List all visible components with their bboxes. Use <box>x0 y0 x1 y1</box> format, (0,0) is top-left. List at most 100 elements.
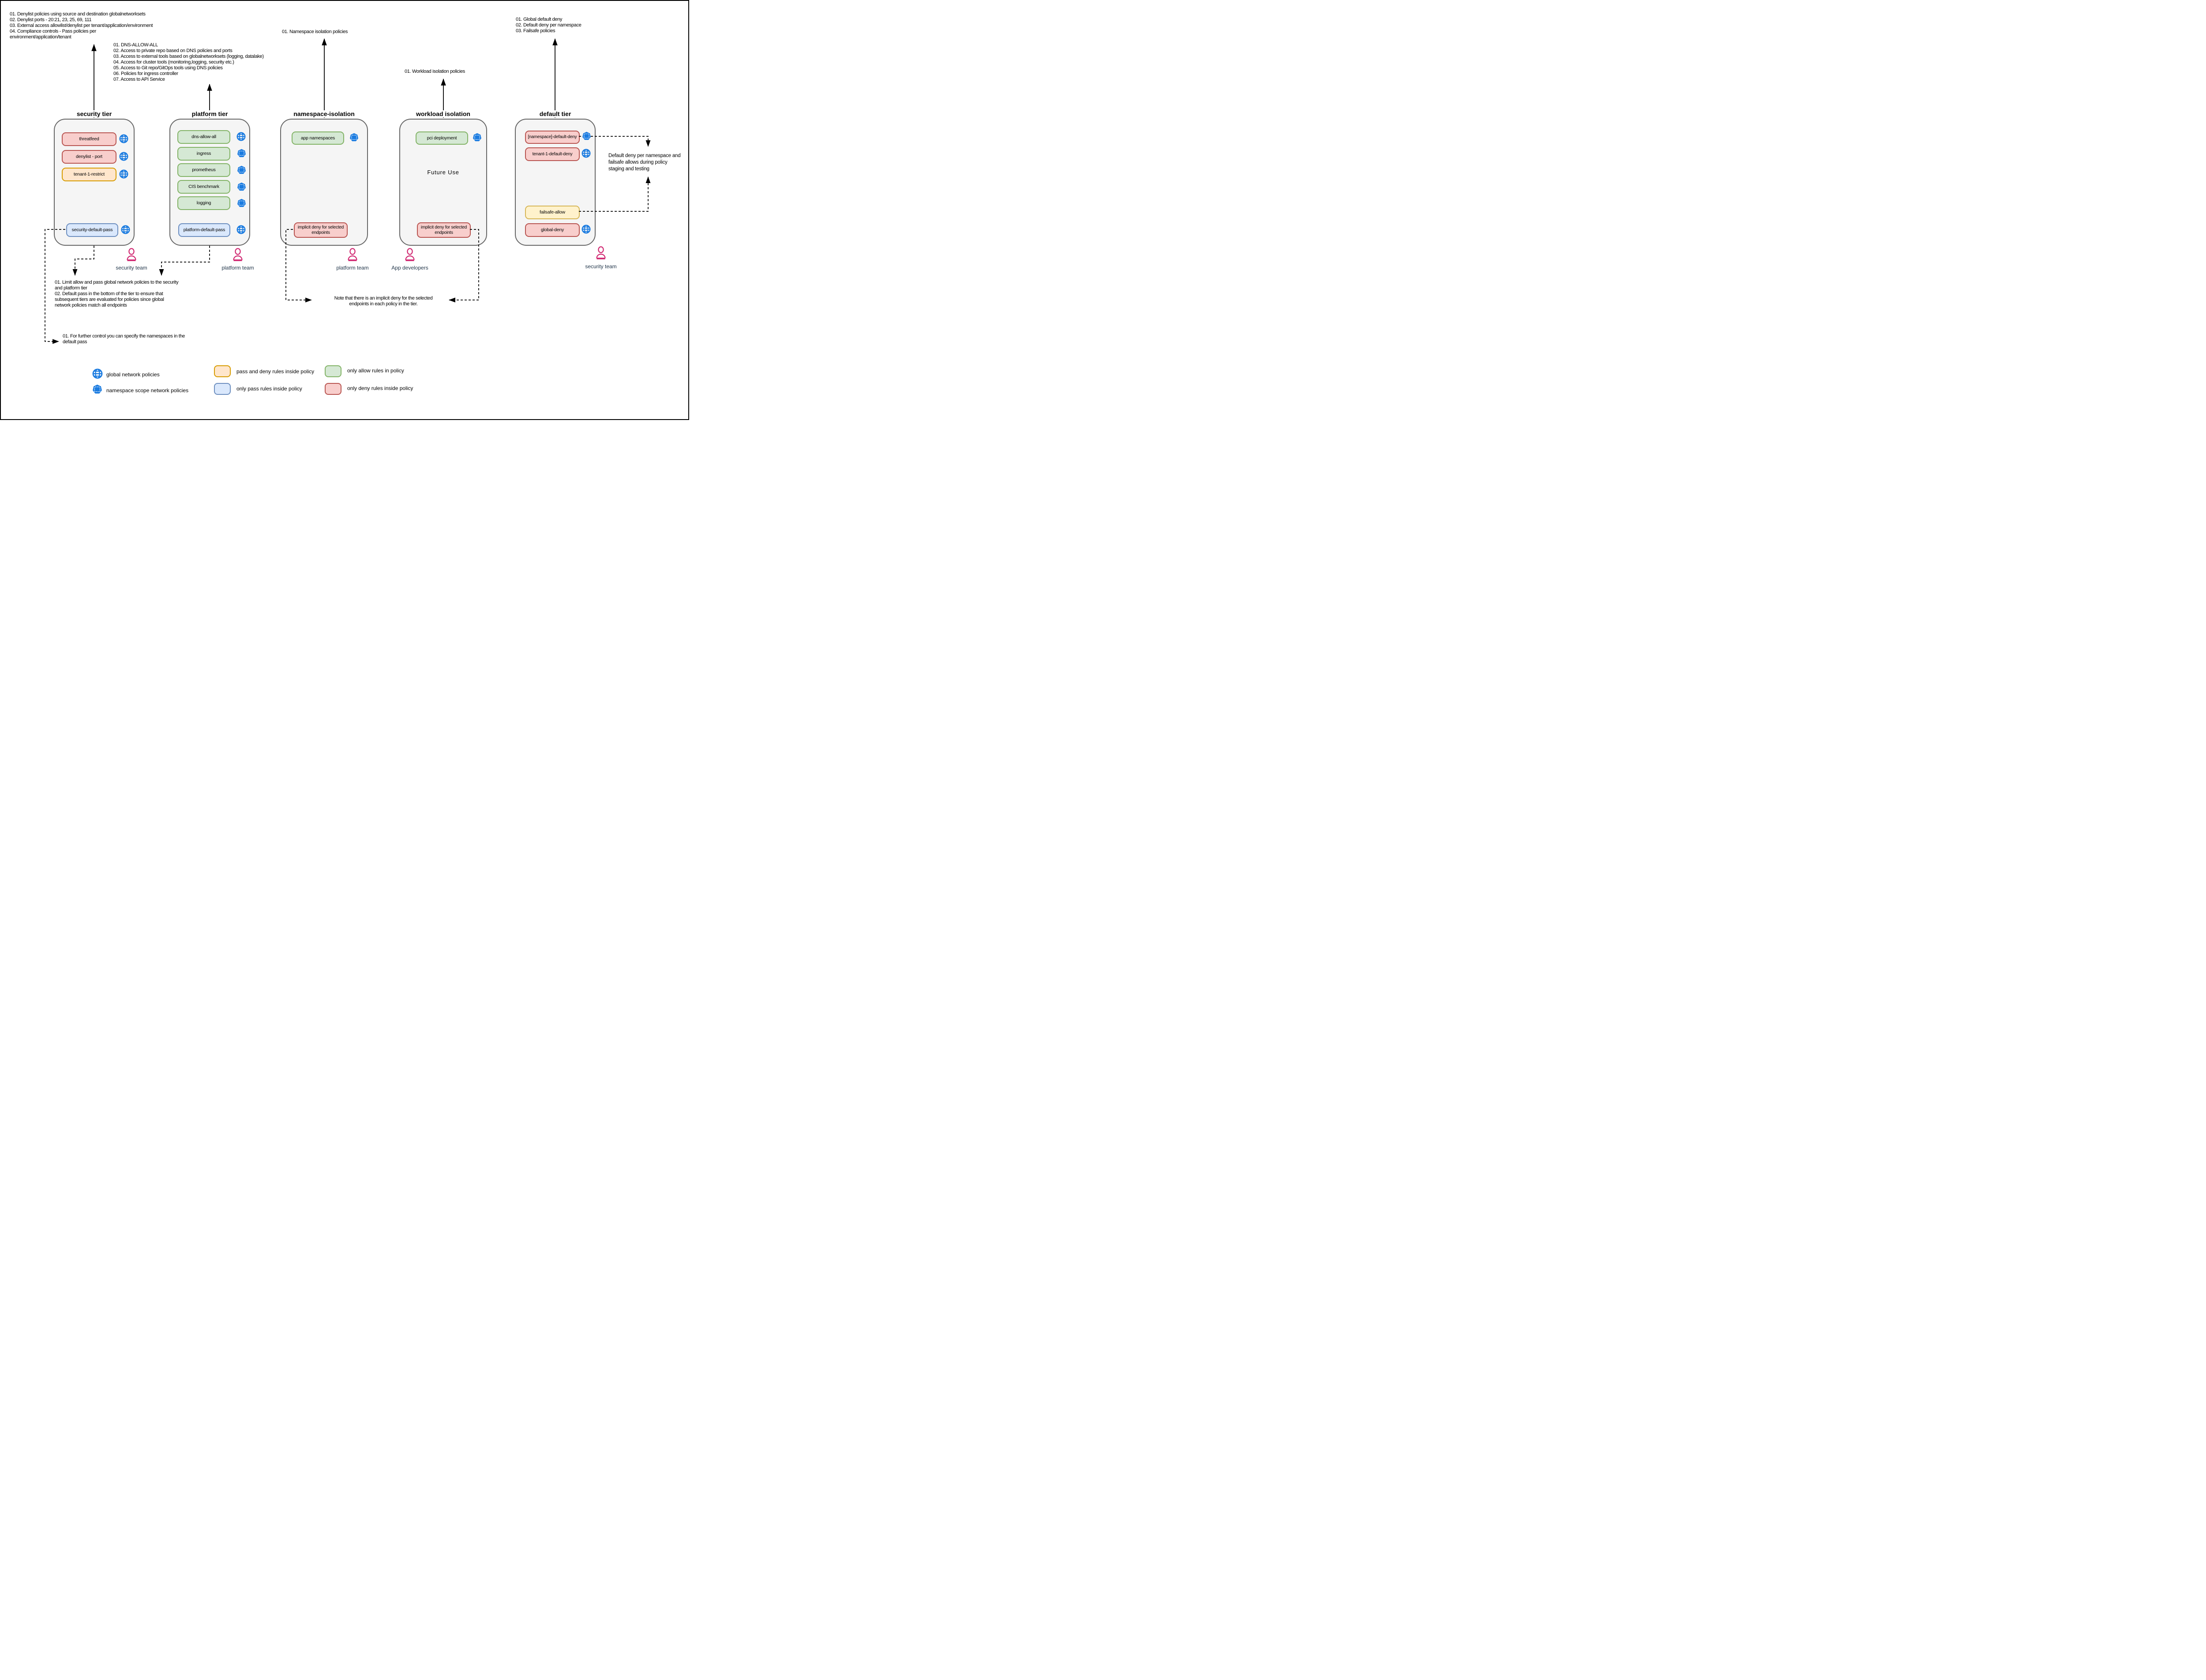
policy-label: threatfeed <box>79 136 99 142</box>
globe-icon <box>92 368 103 379</box>
policy-tenant-1-restrict: tenant-1-restrict <box>62 168 116 181</box>
policy-label: prometheus <box>192 167 216 173</box>
legend-label-global: global network policies <box>106 371 160 378</box>
legend-label-only-deny: only deny rules inside policy <box>347 385 413 391</box>
tier-default: default tier [namespace]-default-deny te… <box>515 110 596 246</box>
person-icon <box>126 248 137 262</box>
policy-pci-deployment: pci deployment <box>416 131 468 145</box>
policy-tenant-1-default-deny: tenant-1-default-deny <box>525 147 580 161</box>
globe-icon <box>119 169 128 179</box>
implicit-deny-note: Note that there is an implicit deny for … <box>334 296 433 307</box>
tier-title-text: security tier <box>75 110 113 117</box>
globe-icon <box>582 225 591 234</box>
legend-swatch-only-pass <box>214 383 231 395</box>
default-tier-notes: 01. Global default deny 02. Default deny… <box>516 17 582 34</box>
namespace-scope-icon <box>236 165 247 175</box>
policy-implicit-deny-namespace: implicit deny for selected endpoints <box>294 222 348 238</box>
namespace-scope-icon <box>472 133 482 142</box>
default-deny-note: Default deny per namespace and failsafe … <box>608 153 681 172</box>
person-icon <box>232 248 244 262</box>
namespace-scope-icon <box>349 133 359 142</box>
policy-logging: logging <box>177 196 230 210</box>
globe-icon <box>119 134 128 143</box>
policy-label: implicit deny for selected endpoints <box>297 225 344 235</box>
namespace-scope-icon <box>236 149 247 158</box>
legend-swatch-pass-deny <box>214 365 231 377</box>
platform-tier-notes: 01. DNS-ALLOW-ALL 02. Access to private … <box>113 42 264 82</box>
policy-label: platform-default-pass <box>183 227 225 233</box>
tier-title-text: default tier <box>538 110 573 117</box>
policy-label: app namespaces <box>300 135 335 141</box>
globe-icon <box>121 225 130 234</box>
legend-label-pass-deny: pass and deny rules inside policy <box>236 368 315 375</box>
globe-icon <box>119 152 128 161</box>
workload-tier-notes: 01. Workload isolation policies <box>405 69 465 74</box>
policy-label: pci deployment <box>427 135 457 141</box>
tier-workload-isolation-title: workload isolation <box>400 110 486 117</box>
policy-dns-allow-all: dns-allow-all <box>177 130 230 144</box>
person-icon <box>404 248 416 262</box>
legend-swatch-only-deny <box>325 383 341 395</box>
namespace-tier-notes: 01. Namespace isolation policies <box>282 29 348 34</box>
tier-security: security tier threatfeed denylist - port… <box>54 110 135 246</box>
policy-label: failsafe-allow <box>540 210 565 215</box>
tier-default-title: default tier <box>516 110 595 117</box>
policy-namespace-default-deny: [namespace]-default-deny <box>525 131 580 144</box>
policy-label: ingress <box>196 151 211 157</box>
policy-label: logging <box>196 200 211 206</box>
namespace-scope-icon <box>236 199 247 208</box>
team-label-platform-2: platform team <box>336 265 369 271</box>
policy-label: CIS benchmark <box>188 184 219 190</box>
policy-label: tenant-1-restrict <box>73 172 105 177</box>
legend-swatch-only-allow <box>325 365 341 377</box>
policy-threatfeed: threatfeed <box>62 132 116 146</box>
policy-denylist-port: denylist - port <box>62 150 116 164</box>
policy-label: global-deny <box>540 227 564 233</box>
policy-label: implicit deny for selected endpoints <box>420 225 467 235</box>
further-control-note: 01. For further control you can specify … <box>63 334 185 345</box>
diagram-canvas: 01. Denylist policies using source and d… <box>0 0 689 420</box>
policy-cis-benchmark: CIS benchmark <box>177 180 230 194</box>
dashed-security-tier-to-limit-note <box>72 246 94 276</box>
dashed-platform-tier-to-limit-note <box>159 246 210 276</box>
globe-icon <box>236 132 246 141</box>
namespace-scope-icon <box>236 182 247 191</box>
policy-label: tenant-1-default-deny <box>532 151 573 157</box>
team-label-security-2: security team <box>585 263 617 270</box>
tier-title-text: namespace-isolation <box>292 110 356 117</box>
future-use-label: Future Use <box>427 169 459 176</box>
globe-icon <box>582 149 591 158</box>
team-label-security: security team <box>116 265 147 271</box>
tier-platform-title: platform tier <box>170 110 249 117</box>
tier-security-title: security tier <box>55 110 134 117</box>
security-tier-notes: 01. Denylist policies using source and d… <box>10 11 153 40</box>
team-label-platform: platform team <box>221 265 254 271</box>
policy-label: [namespace]-default-deny <box>528 135 577 140</box>
tier-namespace-isolation: namespace-isolation app namespaces impli… <box>280 110 368 246</box>
tier-title-text: workload isolation <box>415 110 472 117</box>
tier-title-text: platform tier <box>190 110 229 117</box>
policy-implicit-deny-workload: implicit deny for selected endpoints <box>417 222 471 238</box>
policy-label: dns-allow-all <box>191 134 216 140</box>
policy-global-deny: global-deny <box>525 223 580 237</box>
legend-label-only-pass: only pass rules inside policy <box>236 386 302 392</box>
policy-failsafe-allow: failsafe-allow <box>525 206 580 219</box>
policy-ingress: ingress <box>177 147 230 161</box>
legend-label-only-allow: only allow rules in policy <box>347 368 404 374</box>
policy-prometheus: prometheus <box>177 163 230 177</box>
policy-app-namespaces: app namespaces <box>292 131 344 145</box>
policy-platform-default-pass: platform-default-pass <box>178 223 230 237</box>
team-label-app-developers: App developers <box>391 265 428 271</box>
namespace-scope-icon <box>582 131 592 141</box>
policy-security-default-pass: security-default-pass <box>66 223 118 237</box>
tier-namespace-isolation-title: namespace-isolation <box>281 110 367 117</box>
tier-workload-isolation: workload isolation pci deployment Future… <box>399 110 487 246</box>
policy-label: security-default-pass <box>71 227 113 233</box>
legend-label-namespace: namespace scope network policies <box>106 387 189 394</box>
tier-platform: platform tier dns-allow-all ingress prom… <box>169 110 250 246</box>
policy-label: denylist - port <box>75 154 103 160</box>
namespace-scope-icon <box>92 384 103 394</box>
person-icon <box>595 246 607 260</box>
globe-icon <box>236 225 246 234</box>
limit-pass-note: 01. Limit allow and pass global network … <box>55 280 179 308</box>
